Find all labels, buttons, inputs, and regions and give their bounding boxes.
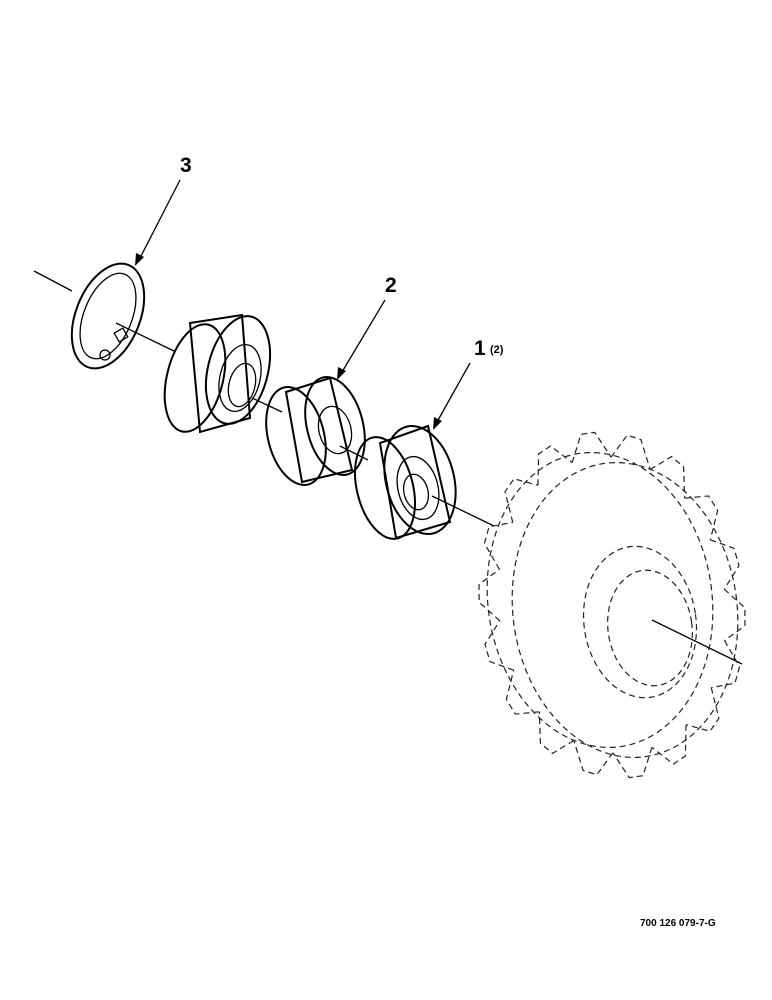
- drawing-code: 700 126 079-7-G: [640, 918, 716, 929]
- callout-1: 1 (2): [433, 337, 504, 430]
- sprocket-tooth: [484, 620, 514, 671]
- sprocket-tooth: [710, 539, 740, 590]
- sprocket-tooth: [610, 434, 651, 470]
- callout-1-quantity: (2): [490, 344, 504, 356]
- sprocket-tooth: [505, 670, 540, 715]
- centre-axis: [33, 270, 743, 665]
- sprocket-tooth: [504, 478, 539, 523]
- spacer-ring: [265, 376, 366, 486]
- sprocket-tooth: [538, 711, 575, 755]
- sprocket-tooth: [483, 521, 513, 570]
- sprocket-tooth: [537, 445, 573, 486]
- callout-3-number: 3: [180, 154, 192, 177]
- callout-2: 2: [337, 274, 397, 380]
- sprocket-tooth: [685, 687, 720, 732]
- sprocket-tooth: [478, 568, 501, 622]
- callout-2-number: 2: [385, 274, 397, 297]
- sprocket-phantom: [478, 431, 746, 779]
- callout-3: 3: [135, 154, 192, 266]
- sprocket-tooth: [651, 724, 687, 765]
- sprocket-tooth: [649, 455, 686, 499]
- snap-ring: [70, 262, 146, 370]
- sprocket-tooth: [571, 431, 612, 463]
- sprocket-tooth: [573, 740, 614, 776]
- sprocket-tooth: [711, 640, 741, 689]
- callout-1-number: 1: [474, 337, 486, 360]
- sprocket-tooth: [723, 588, 746, 642]
- sprocket-tooth: [684, 495, 719, 540]
- bearing-right: [354, 424, 457, 540]
- bearing-left: [163, 313, 272, 434]
- sprocket-teeth: [478, 431, 746, 779]
- sprocket-tooth: [612, 747, 653, 779]
